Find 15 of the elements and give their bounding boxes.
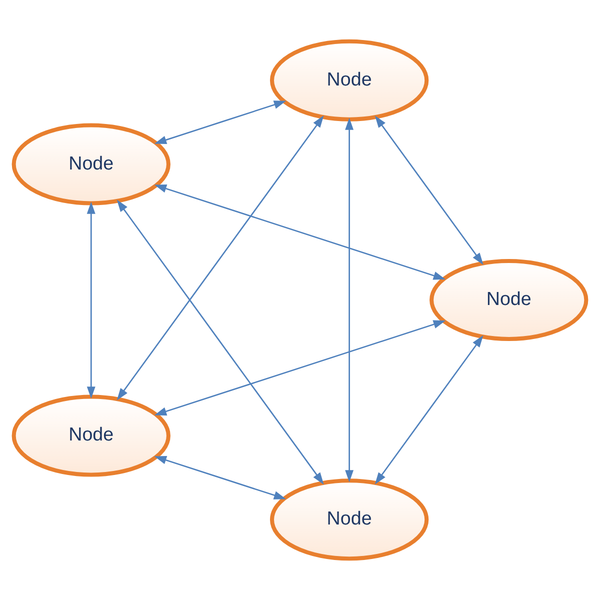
- node-ellipse: Node: [270, 39, 429, 122]
- node-ellipse: Node: [270, 478, 429, 561]
- arrow: [116, 200, 324, 485]
- arrow: [154, 320, 446, 416]
- node-ellipse: Node: [12, 123, 170, 206]
- node-ellipse: Node: [12, 394, 170, 477]
- arrow: [154, 456, 286, 500]
- arrow: [116, 115, 324, 400]
- arrow: [86, 202, 96, 399]
- arrow: [154, 184, 446, 280]
- arrow: [345, 118, 354, 482]
- arrow: [374, 116, 484, 265]
- node-ellipse: Node: [430, 259, 588, 342]
- arrow: [154, 100, 286, 144]
- arrow: [374, 335, 484, 484]
